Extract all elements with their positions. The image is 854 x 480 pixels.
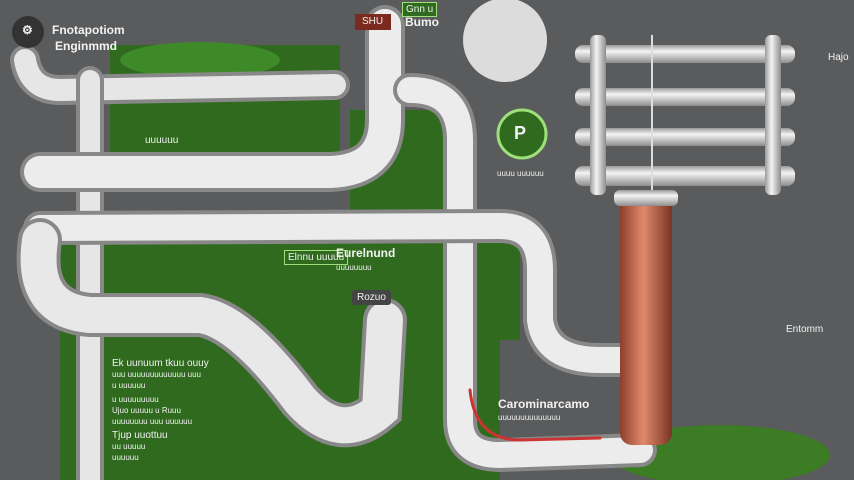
mid-label-left: Elnnu uuuuu: [284, 250, 349, 265]
note-line: u uuuuuuuuu: [112, 395, 159, 404]
note-line: Ek uunuum tkuu ouuy: [112, 358, 209, 369]
title-line2: Enginmmd: [55, 39, 117, 53]
note-line: u uuuuuu: [112, 381, 146, 390]
note-line: Tjup uuottuu: [112, 430, 168, 441]
parking-letter: P: [514, 123, 527, 143]
green-tag-line1: Gnn u: [402, 2, 438, 17]
grass-label: uuuuuu: [145, 135, 179, 146]
parking-sign-icon: [496, 108, 548, 160]
note-line: Ujuo uuuuu u Ruuu: [112, 406, 181, 415]
note-line: uuuuuu: [112, 453, 139, 462]
mid-label-sub: uuuuuuuu: [336, 263, 372, 272]
right-bottom-label: Entomm: [786, 324, 824, 335]
red-tag-label: SHU: [362, 16, 384, 27]
parking-caption: uuuu uuuuuu: [497, 169, 544, 178]
tank: [620, 195, 672, 445]
notes-left: Ek uunuum tkuu ouuy uuu uuuuuuuuuuuuu uu…: [112, 358, 209, 463]
gear-icon: [12, 16, 44, 48]
gauge-icon: [463, 0, 547, 82]
caption-right-title: Carominarcamo: [498, 397, 590, 411]
pipes: [10, 5, 657, 480]
caption-right-sub: uuuuuuuuuuuuuu: [498, 413, 561, 422]
dark-tag: Rozuo: [352, 290, 391, 305]
right-label: Hajo: [828, 52, 849, 63]
manifold: [575, 35, 795, 195]
title-line1: Fnotapotiom: [52, 23, 125, 37]
red-tag: [355, 14, 391, 30]
green-tag-line2: Bumo: [405, 15, 439, 29]
note-line: uuu uuuuuuuuuuuuu uuu: [112, 370, 201, 379]
gear-glyph: ⚙: [22, 23, 33, 37]
note-line: uuuuuuuu uuu uuuuuu: [112, 417, 193, 426]
mid-label-right: Eurelnund: [336, 246, 396, 260]
note-line: uu uuuuu: [112, 442, 146, 451]
